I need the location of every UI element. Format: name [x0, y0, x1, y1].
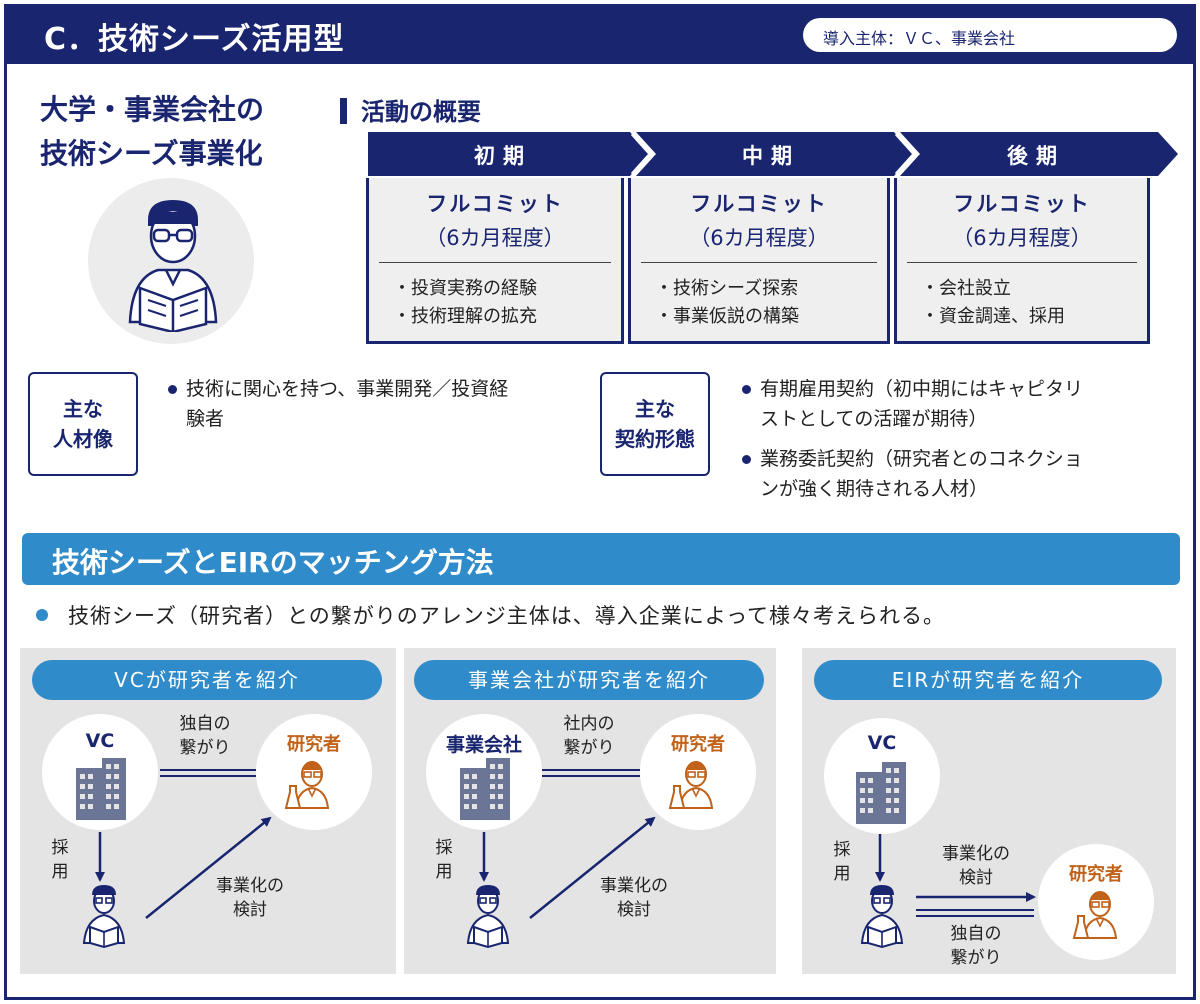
phase-duration: （6カ月程度） — [952, 226, 1092, 250]
examine-label: 事業化の検討 — [216, 876, 284, 920]
talent-box-line2: 人材像 — [53, 427, 113, 451]
subject-title: 大学・事業会社の 技術シーズ事業化 — [40, 88, 264, 176]
org-label: VC — [867, 732, 897, 754]
examine-label: 事業化の検討 — [600, 876, 668, 920]
phase-label-early: 初期 — [474, 144, 532, 168]
phase-arrow-early — [368, 132, 650, 176]
examine-label: 事業化の検討 — [942, 844, 1010, 888]
org-label: 事業会社 — [445, 734, 522, 756]
phase-commit: フルコミット — [690, 192, 828, 216]
panel-title: 事業会社が研究者を紹介 — [414, 660, 764, 700]
link-label: 独自の繋がり — [179, 714, 231, 758]
bullet-dot — [36, 609, 48, 621]
hire-label: 採用 — [435, 838, 453, 882]
phase-commit: フルコミット — [953, 192, 1091, 216]
phase-bullet: ・投資実務の経験 — [393, 278, 537, 299]
org-label: VC — [85, 730, 115, 752]
panel-title: EIRが研究者を紹介 — [814, 660, 1162, 700]
researcher-label: 研究者 — [287, 734, 341, 755]
panel-company: 事業会社が研究者を紹介 事業会社 研究者 社内の繋がり 採用 事業化の検討 — [404, 648, 776, 974]
phase-card-late: フルコミット （6カ月程度） ・会社設立 ・資金調達、採用 — [894, 178, 1150, 344]
phase-card-early: フルコミット （6カ月程度） ・投資実務の経験 ・技術理解の拡充 — [366, 178, 624, 344]
activity-heading-text: 活動の概要 — [361, 98, 481, 126]
person-reading-icon — [128, 200, 218, 332]
page-title: C．技術シーズ活用型 — [44, 22, 345, 57]
talent-box: 主な 人材像 — [28, 372, 138, 476]
link-label: 独自の繋がり — [950, 924, 1002, 968]
phase-arrows — [368, 132, 1178, 176]
phase-arrow-mid — [636, 132, 914, 176]
matching-description: 技術シーズ（研究者）との繋がりのアレンジ主体は、導入企業によって様々考えられる。 — [68, 604, 946, 628]
hire-label: 採用 — [51, 838, 69, 882]
activity-heading: 活動の概要 — [340, 92, 481, 127]
phase-bullet: ・事業仮説の構築 — [655, 306, 799, 327]
phase-arrow-late — [900, 132, 1178, 176]
researcher-label: 研究者 — [671, 734, 725, 755]
panel-title: VCが研究者を紹介 — [32, 660, 382, 700]
subject-title-line1: 大学・事業会社の — [40, 93, 265, 126]
panel-eir: EIRが研究者を紹介 VC 研究者 採用 事業化の検討 独自の繋がり — [802, 648, 1176, 974]
matching-heading: 技術シーズとEIRのマッチング方法 — [52, 546, 494, 579]
phase-duration: （6カ月程度） — [689, 226, 829, 250]
link-label: 社内の繋がり — [563, 714, 615, 758]
phase-label-late: 後期 — [1007, 144, 1065, 168]
phase-label-mid: 中期 — [742, 144, 800, 168]
subject-title-line2: 技術シーズ事業化 — [40, 137, 263, 170]
phase-commit: フルコミット — [426, 192, 564, 216]
contract-box-line1: 主な — [635, 397, 675, 421]
introducer-badge: 導入主体：ＶＣ、事業会社 — [803, 18, 1177, 52]
heading-bar — [340, 98, 347, 124]
phase-bullet: ・資金調達、採用 — [921, 306, 1065, 327]
matching-banner: 技術シーズとEIRのマッチング方法 — [22, 533, 1180, 585]
contract-bullet-1: 有期雇用契約（初中期にはキャピタリ ストとしての活躍が期待） — [742, 374, 1083, 434]
phase-bullet: ・会社設立 — [921, 278, 1011, 299]
phase-bullet: ・技術シーズ探索 — [655, 278, 799, 299]
talent-bullet: 技術に関心を持つ、事業開発／投資経 験者 — [168, 374, 508, 434]
contract-box: 主な 契約形態 — [600, 372, 710, 476]
phase-duration: （6カ月程度） — [425, 226, 565, 250]
panel-vc: VCが研究者を紹介 VC 研究者 独自の繋がり 採用 事業化の検討 — [20, 648, 396, 974]
hire-label: 採用 — [833, 840, 851, 884]
researcher-label: 研究者 — [1069, 864, 1123, 885]
phase-bullet: ・技術理解の拡充 — [393, 306, 537, 327]
page-frame — [4, 4, 1196, 1000]
contract-bullet-2: 業務委託契約（研究者とのコネクショ ンが強く期待される人材） — [742, 444, 1083, 504]
phase-card-mid: フルコミット （6カ月程度） ・技術シーズ探索 ・事業仮説の構築 — [628, 178, 890, 344]
talent-box-line1: 主な — [63, 397, 103, 421]
contract-box-line2: 契約形態 — [615, 427, 695, 451]
